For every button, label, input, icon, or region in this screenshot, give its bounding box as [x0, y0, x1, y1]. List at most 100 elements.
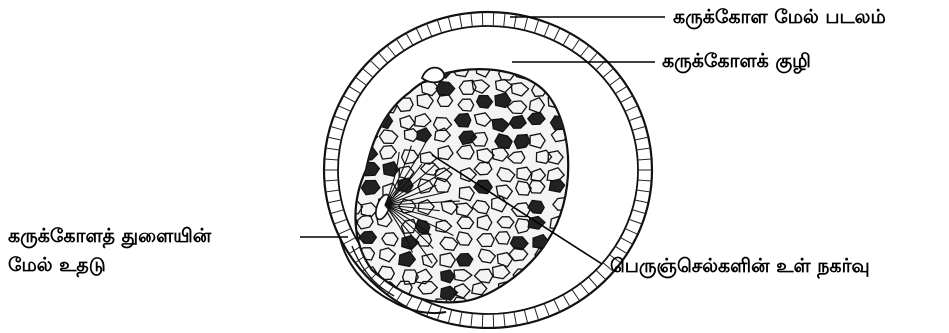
ring-cell-wall: [378, 53, 387, 63]
ring-cell-wall: [544, 24, 549, 37]
macromere-cell: [566, 78, 583, 90]
ring-cell-wall: [460, 14, 463, 28]
ring-cell-wall: [396, 39, 404, 51]
ring-cell-wall: [609, 77, 620, 85]
macromere-cell: [382, 83, 399, 94]
ring-cell-wall: [524, 310, 527, 324]
ring-cell-wall: [482, 12, 483, 26]
ring-cell-wall: [334, 116, 347, 121]
ring-cell-wall: [635, 137, 649, 140]
ring-cell-wall: [343, 96, 355, 103]
macromere-cell: [530, 265, 547, 277]
ring-cell-wall: [637, 190, 651, 192]
ring-cell-wall: [638, 159, 652, 160]
macromere-cell: [340, 146, 355, 159]
ring-cell-wall: [362, 68, 373, 77]
macromere-cell: [573, 264, 589, 278]
ring-cell-wall: [596, 270, 606, 280]
ring-cell-wall: [334, 219, 347, 224]
ring-cell-wall: [326, 190, 340, 192]
ring-cell-wall: [603, 68, 614, 77]
ring-cell-wall: [524, 17, 527, 31]
ring-cell-wall: [482, 314, 483, 328]
ring-cell-wall: [635, 200, 649, 203]
macromere-cell: [509, 285, 527, 299]
ring-cell-wall: [324, 180, 338, 181]
ring-cell-wall: [638, 180, 652, 181]
macromere-cell: [396, 77, 414, 90]
ring-cell-wall: [328, 137, 342, 140]
ring-cell-wall: [629, 116, 642, 121]
ring-cell-wall: [387, 46, 396, 57]
ring-cell-wall: [437, 20, 441, 33]
ring-cell-wall: [580, 284, 589, 295]
macromere-cell: [535, 63, 553, 76]
label-blastopore-lip-line2: மேல் உதடு: [8, 253, 106, 277]
ring-cell-wall: [343, 238, 355, 245]
ring-cell-wall: [416, 28, 422, 41]
label-membrane: கருக்கோள மேல் படலம்: [673, 5, 886, 29]
label-cavity: கருக்கோளக் குழி: [662, 49, 811, 73]
macromere-cell: [343, 63, 358, 77]
ring-cell-wall: [544, 304, 549, 317]
ring-cell-wall: [620, 238, 632, 245]
ring-cell-wall: [620, 96, 632, 103]
macromere-cell: [567, 130, 584, 144]
macromere-cell: [534, 283, 552, 296]
ring-cell-wall: [572, 289, 580, 301]
ring-cell-wall: [448, 310, 451, 324]
ring-cell-wall: [514, 312, 517, 326]
label-blastopore-lip-line1: கருக்கோளத் துளையின்: [8, 224, 211, 248]
macromere-cell: [339, 178, 354, 192]
ring-cell-wall: [338, 106, 351, 112]
ring-cell-wall: [328, 200, 342, 203]
macromere-cell: [553, 247, 568, 261]
ring-cell-wall: [625, 229, 638, 235]
macromere-cell: [547, 66, 566, 79]
macromere-cell: [364, 114, 381, 127]
ring-cell-wall: [493, 314, 494, 328]
ring-cell-wall: [625, 106, 638, 112]
macromere-cell: [457, 254, 473, 266]
macromere-cell: [380, 302, 395, 316]
ring-cell-wall: [370, 60, 380, 70]
macromere-cell: [567, 180, 582, 193]
macromere-cell: [359, 95, 376, 108]
ring-cell-wall: [471, 313, 472, 327]
ring-cell-wall: [406, 33, 413, 45]
ring-cell-wall: [563, 33, 570, 45]
ring-cell-wall: [563, 295, 570, 307]
ring-cell-wall: [460, 312, 463, 326]
ring-cell-wall: [448, 17, 451, 31]
ring-cell-wall: [349, 86, 361, 93]
macromere-cell: [567, 64, 584, 76]
macromere-cell: [570, 168, 587, 183]
ring-cell-wall: [504, 13, 505, 27]
ring-cell-wall: [534, 307, 538, 320]
label-invagination: பெருஞ்செல்களின் உள் நகர்வு: [610, 254, 870, 278]
macromere-cell: [569, 146, 584, 159]
macromere-cell: [342, 168, 360, 181]
macromere-cell: [567, 115, 586, 128]
ring-cell-wall: [580, 46, 589, 57]
ring-cell-wall: [629, 219, 642, 224]
ring-cell-wall: [588, 277, 597, 287]
ring-cell-wall: [427, 304, 432, 317]
ring-cell-wall: [330, 210, 343, 214]
macromere-cell: [549, 265, 566, 278]
macromere-cell: [338, 283, 358, 297]
macromere-cell: [548, 77, 564, 90]
ring-cell-wall: [632, 210, 645, 214]
ring-cell-wall: [355, 77, 366, 85]
ring-cell-wall: [572, 39, 580, 51]
macromere-cell: [575, 95, 589, 107]
ring-cell-wall: [338, 229, 351, 235]
ring-cell-wall: [637, 148, 651, 150]
macromere-cell: [398, 64, 414, 78]
macromere-cell: [569, 198, 585, 209]
ring-cell-wall: [554, 299, 560, 312]
ring-cell-wall: [504, 313, 505, 327]
macromere-cell: [346, 303, 361, 315]
ring-cell-wall: [493, 12, 494, 26]
